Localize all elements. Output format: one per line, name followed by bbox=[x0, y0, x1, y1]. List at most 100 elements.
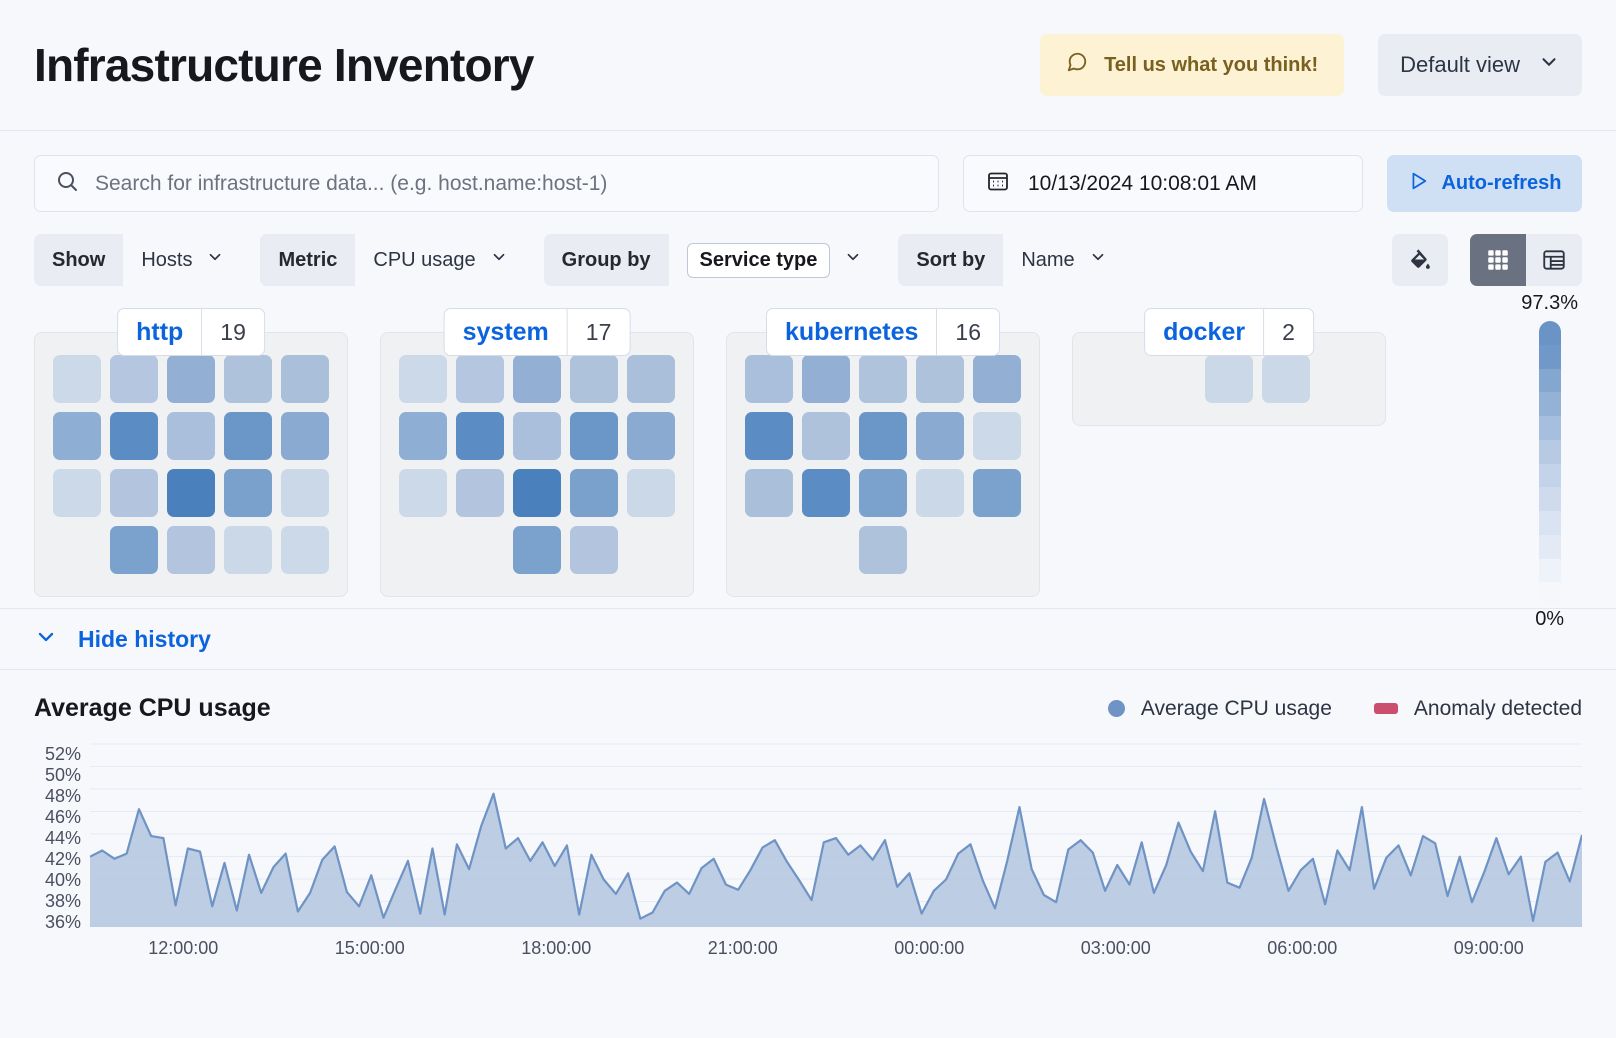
control-sort-by-value[interactable]: Name bbox=[1003, 234, 1124, 286]
waffle-cell[interactable] bbox=[570, 355, 618, 403]
waffle-cell[interactable] bbox=[570, 469, 618, 517]
history-chart-panel: Average CPU usage Average CPU usage Anom… bbox=[0, 670, 1616, 959]
waffle-cell[interactable] bbox=[513, 469, 561, 517]
y-tick-label: 36% bbox=[44, 912, 81, 932]
waffle-cell[interactable] bbox=[110, 412, 158, 460]
paint-fill-icon[interactable] bbox=[1392, 234, 1448, 286]
chevron-down-icon bbox=[490, 248, 508, 272]
waffle-cell[interactable] bbox=[570, 526, 618, 574]
waffle-cell[interactable] bbox=[916, 412, 964, 460]
waffle-cell[interactable] bbox=[802, 469, 850, 517]
waffle-cell[interactable] bbox=[167, 526, 215, 574]
legend-item-average-cpu-usage[interactable]: Average CPU usage bbox=[1107, 696, 1332, 721]
table-view-icon[interactable] bbox=[1526, 234, 1582, 286]
waffle-cell[interactable] bbox=[110, 355, 158, 403]
waffle-cell[interactable] bbox=[399, 355, 447, 403]
waffle-cell[interactable] bbox=[802, 412, 850, 460]
waffle-cell[interactable] bbox=[456, 469, 504, 517]
hide-history-toggle[interactable]: Hide history bbox=[0, 608, 1616, 670]
chart-plot-area[interactable] bbox=[90, 741, 1582, 927]
waffle-cell[interactable] bbox=[570, 412, 618, 460]
chevron-down-icon bbox=[1089, 248, 1107, 272]
control-metric-value[interactable]: CPU usage bbox=[355, 234, 525, 286]
waffle-cell[interactable] bbox=[456, 412, 504, 460]
waffle-cell[interactable] bbox=[859, 355, 907, 403]
legend-band bbox=[1538, 463, 1561, 488]
chart-body: 52%50%48%46%44%42%40%38%36% bbox=[34, 741, 1582, 932]
waffle-cell[interactable] bbox=[513, 412, 561, 460]
control-sort-by: Sort by Name bbox=[898, 234, 1124, 286]
feedback-button-label: Tell us what you think! bbox=[1104, 53, 1319, 76]
group-count: 17 bbox=[566, 309, 630, 355]
search-bar[interactable] bbox=[34, 155, 939, 212]
group-count: 16 bbox=[936, 309, 999, 355]
toolbar-filter-row: Show Hosts Metric CPU usage Group by Ser… bbox=[34, 234, 1582, 286]
waffle-cell[interactable] bbox=[627, 469, 675, 517]
waffle-cell[interactable] bbox=[110, 526, 158, 574]
waffle-cell[interactable] bbox=[399, 469, 447, 517]
waffle-cell[interactable] bbox=[802, 355, 850, 403]
waffle-cell[interactable] bbox=[973, 412, 1021, 460]
group-chip-system[interactable]: system 17 bbox=[443, 308, 631, 356]
waffle-cell[interactable] bbox=[224, 355, 272, 403]
waffle-cell[interactable] bbox=[513, 526, 561, 574]
waffle-cell[interactable] bbox=[916, 355, 964, 403]
waffle-cell[interactable] bbox=[110, 469, 158, 517]
waffle-cell[interactable] bbox=[53, 412, 101, 460]
view-toggles bbox=[1392, 234, 1582, 286]
legend-gradient-strip bbox=[1538, 321, 1561, 606]
waffle-cell[interactable] bbox=[167, 355, 215, 403]
waffle-cell[interactable] bbox=[456, 355, 504, 403]
waffle-cell[interactable] bbox=[167, 469, 215, 517]
waffle-cell[interactable] bbox=[745, 469, 793, 517]
grid-view-icon[interactable] bbox=[1470, 234, 1526, 286]
waffle-cell[interactable] bbox=[745, 412, 793, 460]
waffle-cell[interactable] bbox=[399, 412, 447, 460]
control-show-label: Show bbox=[34, 234, 124, 286]
group-chip-kubernetes[interactable]: kubernetes 16 bbox=[766, 308, 1000, 356]
waffle-cell[interactable] bbox=[281, 526, 329, 574]
toolbar-search-row: 10/13/2024 10:08:01 AM Auto-refresh bbox=[34, 155, 1582, 212]
waffle-cell[interactable] bbox=[513, 355, 561, 403]
waffle-cell[interactable] bbox=[53, 355, 101, 403]
date-picker[interactable]: 10/13/2024 10:08:01 AM bbox=[963, 155, 1363, 212]
waffle-cell[interactable] bbox=[627, 412, 675, 460]
waffle-cell[interactable] bbox=[973, 355, 1021, 403]
waffle-cell[interactable] bbox=[859, 412, 907, 460]
legend-dot-icon bbox=[1107, 700, 1125, 717]
waffle-cell[interactable] bbox=[53, 469, 101, 517]
waffle-cell[interactable] bbox=[1205, 355, 1253, 403]
waffle-cell[interactable] bbox=[859, 526, 907, 574]
waffle-cell[interactable] bbox=[627, 355, 675, 403]
waffle-cell[interactable] bbox=[916, 469, 964, 517]
waffle-cell[interactable] bbox=[859, 469, 907, 517]
control-sort-by-label: Sort by bbox=[898, 234, 1004, 286]
search-input[interactable] bbox=[93, 170, 918, 197]
waffle-cell[interactable] bbox=[1262, 355, 1310, 403]
waffle-cell[interactable] bbox=[281, 412, 329, 460]
auto-refresh-label: Auto-refresh bbox=[1441, 172, 1562, 194]
feedback-button[interactable]: Tell us what you think! bbox=[1040, 34, 1345, 96]
chevron-down-icon bbox=[844, 248, 862, 272]
waffle-cell[interactable] bbox=[281, 469, 329, 517]
control-show: Show Hosts bbox=[34, 234, 242, 286]
waffle-cell[interactable] bbox=[281, 355, 329, 403]
waffle-cell[interactable] bbox=[745, 355, 793, 403]
waffle-cell[interactable] bbox=[224, 412, 272, 460]
chart-title: Average CPU usage bbox=[34, 694, 271, 722]
default-view-button[interactable]: Default view bbox=[1378, 34, 1582, 96]
waffle-cell[interactable] bbox=[973, 469, 1021, 517]
legend-label: Average CPU usage bbox=[1140, 696, 1332, 720]
waffle-cell[interactable] bbox=[224, 469, 272, 517]
waffle-cell[interactable] bbox=[167, 412, 215, 460]
control-metric-value-text: CPU usage bbox=[373, 248, 476, 271]
auto-refresh-button[interactable]: Auto-refresh bbox=[1387, 155, 1582, 212]
legend-item-anomaly-detected[interactable]: Anomaly detected bbox=[1373, 697, 1582, 721]
group-chip-http[interactable]: http 19 bbox=[117, 308, 265, 356]
group-chip-docker[interactable]: docker 2 bbox=[1144, 308, 1314, 356]
y-tick-label: 44% bbox=[44, 828, 81, 848]
waffle-cell[interactable] bbox=[224, 526, 272, 574]
control-show-value[interactable]: Hosts bbox=[123, 234, 242, 286]
control-group-by-value[interactable]: Service type bbox=[669, 234, 881, 286]
